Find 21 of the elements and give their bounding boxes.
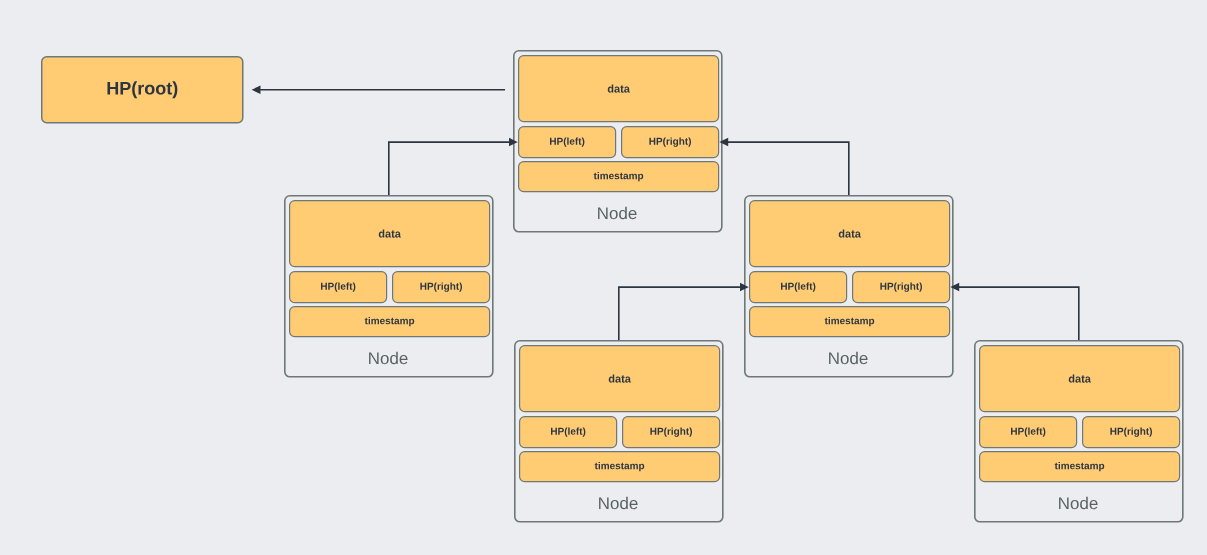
field-box: HP(left) xyxy=(518,126,617,159)
field-box: HP(right) xyxy=(1082,416,1181,449)
field-box: HP(left) xyxy=(519,416,618,449)
field-box: HP(right) xyxy=(852,271,951,304)
field-box: data xyxy=(519,345,721,413)
field-box: timestamp xyxy=(519,451,721,483)
field-box: timestamp xyxy=(979,451,1181,483)
field-box: HP(right) xyxy=(621,126,720,159)
field-box: data xyxy=(749,200,951,268)
field-box: timestamp xyxy=(749,306,951,338)
field-box: data xyxy=(979,345,1181,413)
field-box: data xyxy=(289,200,491,268)
root-pointer-box: HP(root) xyxy=(41,56,244,124)
field-box: HP(left) xyxy=(289,271,388,304)
field-box: data xyxy=(518,55,720,123)
field-box: HP(left) xyxy=(979,416,1078,449)
field-box: HP(right) xyxy=(622,416,721,449)
field-box: timestamp xyxy=(518,161,720,193)
field-box: timestamp xyxy=(289,306,491,338)
field-box: HP(right) xyxy=(392,271,491,304)
field-box: HP(left) xyxy=(749,271,848,304)
